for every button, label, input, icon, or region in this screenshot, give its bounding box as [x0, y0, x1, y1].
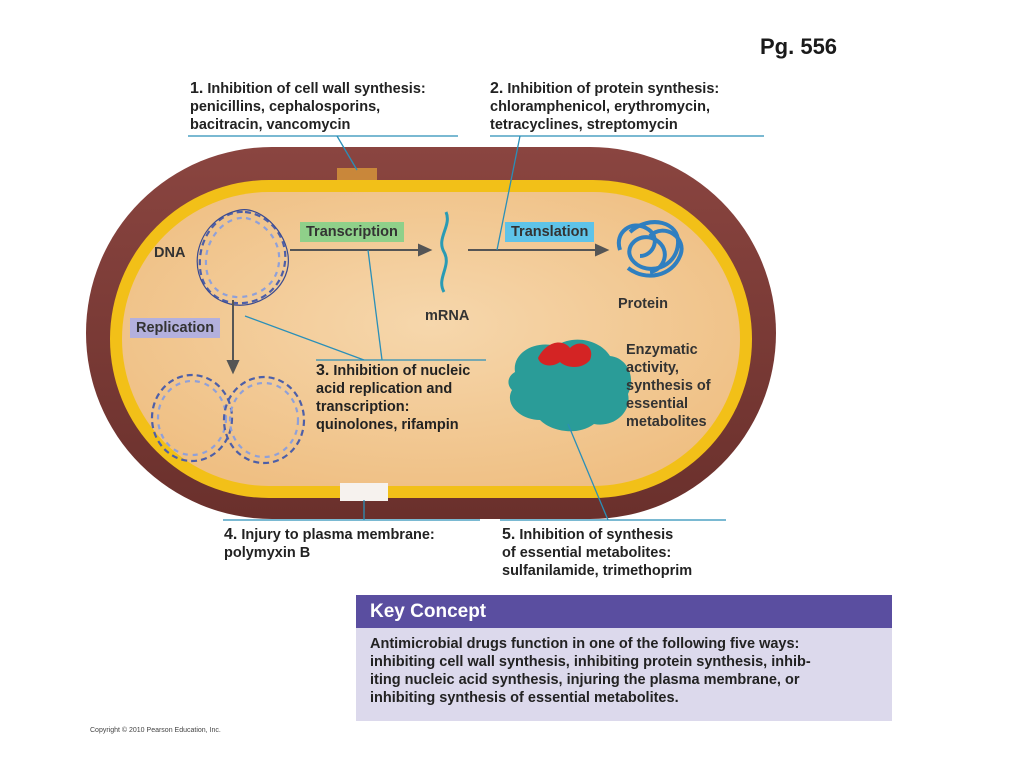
- enzyme-icon: [508, 339, 632, 432]
- callout-title: Inhibition of protein synthesis:: [507, 81, 720, 97]
- copyright-notice: Copyright © 2010 Pearson Education, Inc.: [90, 727, 221, 734]
- enzymatic-line: synthesis of: [626, 378, 711, 394]
- key-concept-line: inhibiting synthesis of essential metabo…: [370, 690, 679, 706]
- callout-number: 4.: [224, 526, 238, 543]
- callout-title: Inhibition of nucleic: [333, 363, 471, 379]
- enzymatic-line: activity,: [626, 360, 679, 376]
- callout-line: chloramphenicol, erythromycin,: [490, 99, 710, 115]
- callout-line: polymyxin B: [224, 545, 311, 561]
- callout-number: 5.: [502, 526, 516, 543]
- callout-protein-synthesis: 2. Inhibition of protein synthesis: chlo…: [490, 80, 719, 134]
- callout-line: tetracyclines, streptomycin: [490, 117, 678, 133]
- callout-title: Inhibition of synthesis: [519, 527, 674, 543]
- callout-line: acid replication and: [316, 381, 453, 397]
- callout-essential-metabolites: 5. Inhibition of synthesis of essential …: [502, 526, 692, 580]
- enzymatic-line: metabolites: [626, 414, 707, 430]
- callout-line: sulfanilamide, trimethoprim: [502, 563, 693, 579]
- key-concept-body: Antimicrobial drugs function in one of t…: [356, 628, 892, 721]
- callout-line: bacitracin, vancomycin: [190, 117, 351, 133]
- callout-number: 2.: [490, 80, 504, 97]
- callout-nucleic-acid-synthesis: 3. Inhibition of nucleic acid replicatio…: [316, 362, 470, 434]
- callout-cell-wall-synthesis: 1. Inhibition of cell wall synthesis: pe…: [190, 80, 426, 134]
- key-concept-title: Key Concept: [356, 595, 892, 628]
- enzymatic-line: Enzymatic: [626, 342, 698, 358]
- key-concept-line: inhibiting cell wall synthesis, inhibiti…: [370, 654, 811, 670]
- key-concept-line: Antimicrobial drugs function in one of t…: [370, 636, 800, 652]
- mrna-label: mRNA: [425, 308, 470, 324]
- callout-number: 1.: [190, 80, 204, 97]
- replication-tag: Replication: [130, 318, 221, 338]
- membrane-gap: [340, 483, 388, 501]
- key-concept-line: iting nucleic acid synthesis, injuring t…: [370, 672, 800, 688]
- callout-line: quinolones, rifampin: [316, 417, 459, 433]
- callout-title: Injury to plasma membrane:: [241, 527, 435, 543]
- callout-line: of essential metabolites:: [502, 545, 672, 561]
- replicating-dna-icon: [150, 373, 306, 465]
- enzymatic-activity-label: Enzymatic activity, synthesis of essenti…: [626, 341, 711, 431]
- mrna-icon: [440, 211, 449, 293]
- protein-icon: [616, 220, 684, 278]
- callout-number: 3.: [316, 362, 330, 379]
- protein-label: Protein: [618, 296, 668, 312]
- page-number: Pg. 556: [760, 34, 838, 59]
- leader-lines: [188, 135, 764, 521]
- enzymatic-line: essential: [626, 396, 689, 412]
- callout-line: penicillins, cephalosporins,: [190, 99, 381, 115]
- process-arrows: [226, 243, 610, 375]
- callout-title: Inhibition of cell wall synthesis:: [207, 81, 426, 97]
- dna-circle-icon: [196, 209, 289, 306]
- dna-label: DNA: [154, 245, 186, 261]
- callout-line: transcription:: [316, 399, 410, 415]
- translation-tag: Translation: [505, 222, 595, 242]
- callout-plasma-membrane: 4. Injury to plasma membrane: polymyxin …: [224, 526, 435, 562]
- transcription-tag: Transcription: [300, 222, 404, 242]
